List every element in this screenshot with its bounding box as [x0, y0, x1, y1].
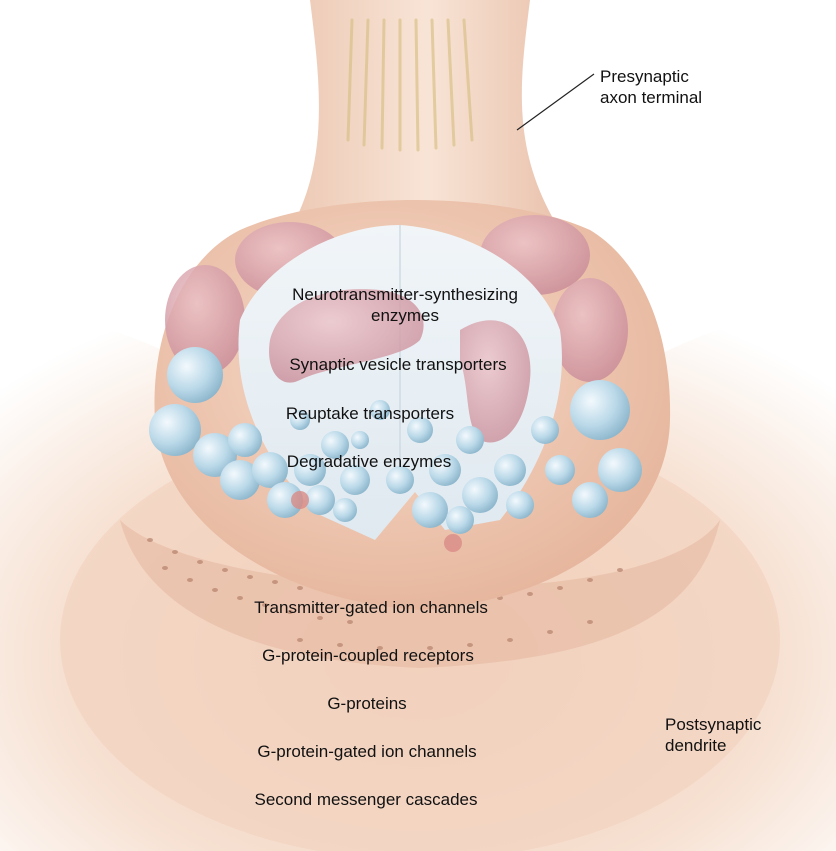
postsynaptic-label-line2: dendrite — [665, 735, 761, 756]
postsynaptic-label: Postsynaptic dendrite — [665, 714, 761, 756]
gpcr-label: G-protein-coupled receptors — [262, 645, 474, 666]
enzymes-label-line2: enzymes — [292, 305, 518, 326]
presynaptic-label-line1: Presynaptic — [600, 66, 702, 87]
gated-channels-label: G-protein-gated ion channels — [257, 741, 476, 762]
vesicle-transporters-label: Synaptic vesicle transporters — [289, 354, 506, 375]
presynaptic-label-line2: axon terminal — [600, 87, 702, 108]
gproteins-label: G-proteins — [327, 693, 406, 714]
presynaptic-pointer — [517, 74, 594, 130]
enzymes-label-line1: Neurotransmitter-synthesizing — [292, 284, 518, 305]
ion-channels-label: Transmitter-gated ion channels — [254, 597, 488, 618]
postsynaptic-label-line1: Postsynaptic — [665, 714, 761, 735]
second-messenger-label: Second messenger cascades — [254, 789, 477, 810]
presynaptic-label: Presynaptic axon terminal — [600, 66, 702, 108]
enzymes-label: Neurotransmitter-synthesizing enzymes — [292, 284, 518, 326]
reuptake-label: Reuptake transporters — [286, 403, 454, 424]
degradative-label: Degradative enzymes — [287, 451, 451, 472]
